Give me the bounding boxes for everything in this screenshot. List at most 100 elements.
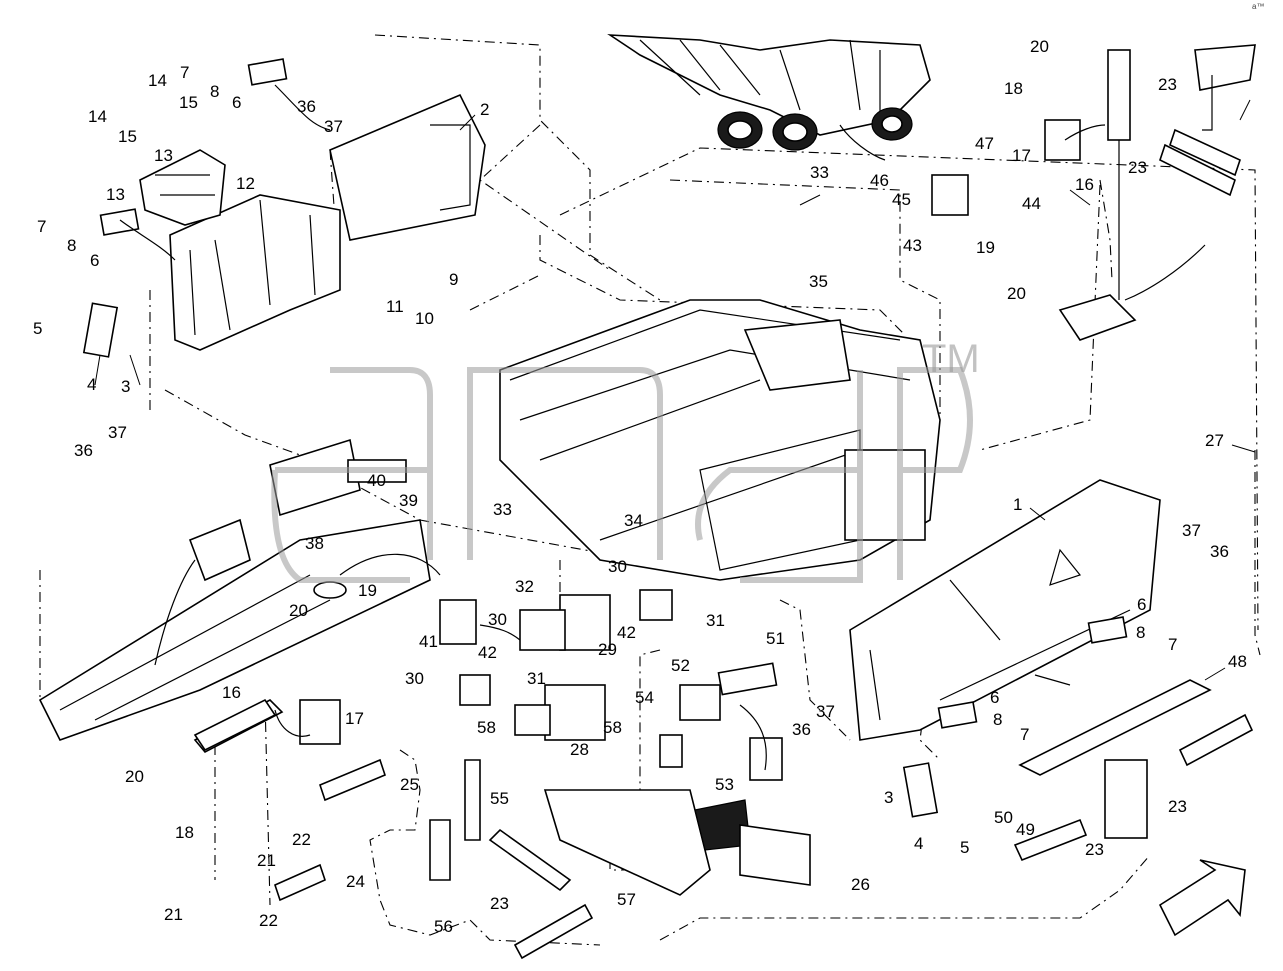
callout-28: 28 — [570, 740, 589, 759]
callout-58: 58 — [477, 718, 496, 737]
callout-30: 30 — [488, 610, 507, 629]
callout-30: 30 — [608, 557, 627, 576]
callout-4: 4 — [914, 834, 923, 853]
agp-watermark: TM agp — [271, 337, 980, 583]
fasteners — [82, 58, 1148, 839]
callout-58: 58 — [603, 718, 622, 737]
callout-35: 35 — [809, 272, 828, 291]
callout-30: 30 — [405, 669, 424, 688]
direction-arrows — [119, 84, 1206, 771]
callout-27: 27 — [1205, 431, 1224, 450]
callout-14: 14 — [88, 107, 107, 126]
callout-36: 36 — [74, 441, 93, 460]
callout-49: 49 — [1016, 820, 1035, 839]
callout-7: 7 — [37, 217, 46, 236]
callout-21: 21 — [257, 851, 276, 870]
callout-31: 31 — [706, 611, 725, 630]
callout-55: 55 — [490, 789, 509, 808]
callout-22: 22 — [292, 830, 311, 849]
corner-mark: a™ — [1252, 2, 1264, 11]
callout-10: 10 — [415, 309, 434, 328]
callout-5: 5 — [960, 838, 969, 857]
callout-53: 53 — [715, 775, 734, 794]
callout-7: 7 — [1168, 635, 1177, 654]
plate-48 — [1018, 679, 1212, 776]
callout-8: 8 — [67, 236, 76, 255]
callout-36: 36 — [1210, 542, 1229, 561]
leader-lines — [94, 99, 1256, 681]
machine-cutaway — [607, 34, 931, 151]
callout-23: 23 — [1168, 797, 1187, 816]
callout-40: 40 — [367, 471, 386, 490]
callout-24: 24 — [346, 872, 365, 891]
callout-23: 23 — [1158, 75, 1177, 94]
callout-37: 37 — [1182, 521, 1201, 540]
callout-39: 39 — [399, 491, 418, 510]
callout-37: 37 — [108, 423, 127, 442]
panel-2 — [329, 93, 486, 241]
callout-8: 8 — [993, 710, 1002, 729]
callout-20: 20 — [1007, 284, 1026, 303]
callout-16: 16 — [1075, 175, 1094, 194]
callout-labels: 1 2 3 3 4 4 5 5 6 6 6 6 7 7 7 7 8 8 8 8 … — [33, 37, 1247, 936]
callout-31: 31 — [527, 669, 546, 688]
callout-56: 56 — [434, 917, 453, 936]
callout-48: 48 — [1228, 652, 1247, 671]
callout-44: 44 — [1022, 194, 1041, 213]
right-cylinder-assembly — [1058, 44, 1256, 341]
callout-23: 23 — [490, 894, 509, 913]
callout-36: 36 — [792, 720, 811, 739]
callout-29: 29 — [598, 640, 617, 659]
callout-47: 47 — [975, 134, 994, 153]
callout-17: 17 — [1012, 146, 1031, 165]
callout-8: 8 — [210, 82, 219, 101]
valve-assembly — [459, 589, 811, 896]
callout-37: 37 — [816, 702, 835, 721]
callout-38: 38 — [305, 534, 324, 553]
callout-23: 23 — [1085, 840, 1104, 859]
callout-25: 25 — [400, 775, 419, 794]
callout-8: 8 — [1136, 623, 1145, 642]
trademark-mark: TM — [922, 337, 980, 381]
callout-9: 9 — [449, 270, 458, 289]
callout-57: 57 — [617, 890, 636, 909]
callout-21: 21 — [164, 905, 183, 924]
callout-26: 26 — [851, 875, 870, 894]
callout-6: 6 — [1137, 595, 1146, 614]
callout-2: 2 — [480, 100, 489, 119]
hoses — [193, 698, 1254, 960]
callout-14: 14 — [148, 71, 167, 90]
callout-45: 45 — [892, 190, 911, 209]
callout-32: 32 — [515, 577, 534, 596]
callout-18: 18 — [175, 823, 194, 842]
callout-17: 17 — [345, 709, 364, 728]
callout-20: 20 — [1030, 37, 1049, 56]
callout-5: 5 — [33, 319, 42, 338]
callout-23: 23 — [1128, 158, 1147, 177]
callout-52: 52 — [671, 656, 690, 675]
callout-3: 3 — [121, 377, 130, 396]
callout-1: 1 — [1013, 495, 1022, 514]
callout-18: 18 — [1004, 79, 1023, 98]
callout-46: 46 — [870, 171, 889, 190]
callout-7: 7 — [180, 63, 189, 82]
callout-15: 15 — [118, 127, 137, 146]
callout-20: 20 — [289, 601, 308, 620]
callout-50: 50 — [994, 808, 1013, 827]
callout-33: 33 — [493, 500, 512, 519]
callout-6: 6 — [232, 93, 241, 112]
frame-12 — [139, 149, 341, 351]
callout-7: 7 — [1020, 725, 1029, 744]
callout-43: 43 — [903, 236, 922, 255]
callout-36: 36 — [297, 97, 316, 116]
callout-11: 11 — [386, 297, 404, 316]
panel-1 — [849, 479, 1161, 741]
callout-54: 54 — [635, 688, 654, 707]
callout-6: 6 — [990, 688, 999, 707]
callout-19: 19 — [976, 238, 995, 257]
callout-15: 15 — [179, 93, 198, 112]
callout-42: 42 — [617, 623, 636, 642]
callout-42: 42 — [478, 643, 497, 662]
callout-12: 12 — [236, 174, 255, 193]
